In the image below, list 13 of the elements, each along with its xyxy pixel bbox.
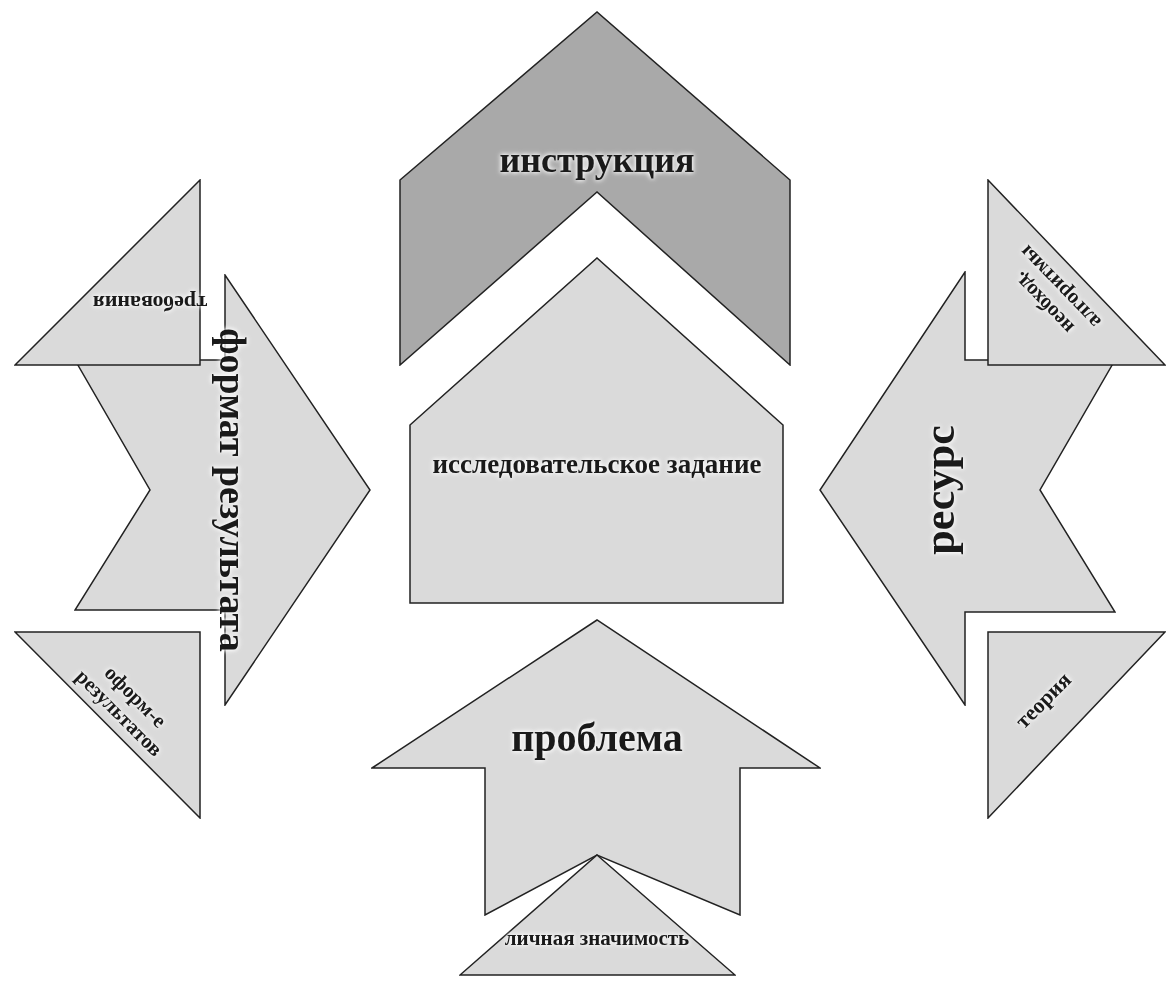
chevron-shape: [399, 11, 791, 366]
triangle-shape: [987, 631, 1166, 819]
triangle-shape: [459, 854, 736, 976]
shape-label: требования: [91, 289, 209, 318]
shape-label: исследовательское задание: [431, 448, 763, 482]
shape-label: формат результата: [211, 327, 253, 654]
shape-label: личная значимость: [503, 924, 691, 952]
shape-label: ресурс: [914, 424, 965, 557]
shape-label: проблема: [510, 714, 684, 762]
house-shape: [409, 257, 784, 604]
triangle-shape: [987, 179, 1166, 366]
shape-label: инструкция: [498, 139, 696, 182]
triangle-shape: [14, 631, 201, 819]
